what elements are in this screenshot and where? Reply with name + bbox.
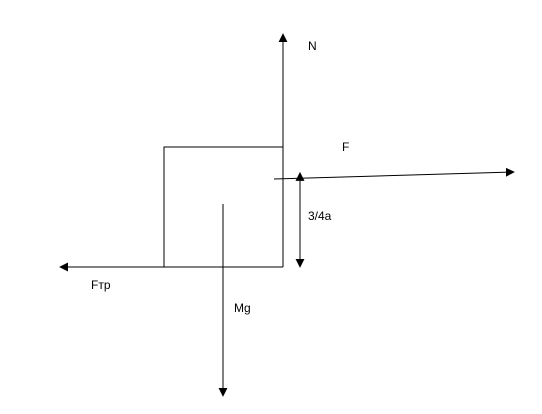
gravity-force-label: Mg [234, 301, 251, 315]
applied-force-label: F [342, 140, 349, 154]
height-dimension-label: 3/4a [308, 209, 332, 223]
friction-force-label: Fтр [91, 278, 111, 292]
normal-force-label: N [308, 39, 317, 53]
applied-force-arrow [273, 167, 515, 180]
